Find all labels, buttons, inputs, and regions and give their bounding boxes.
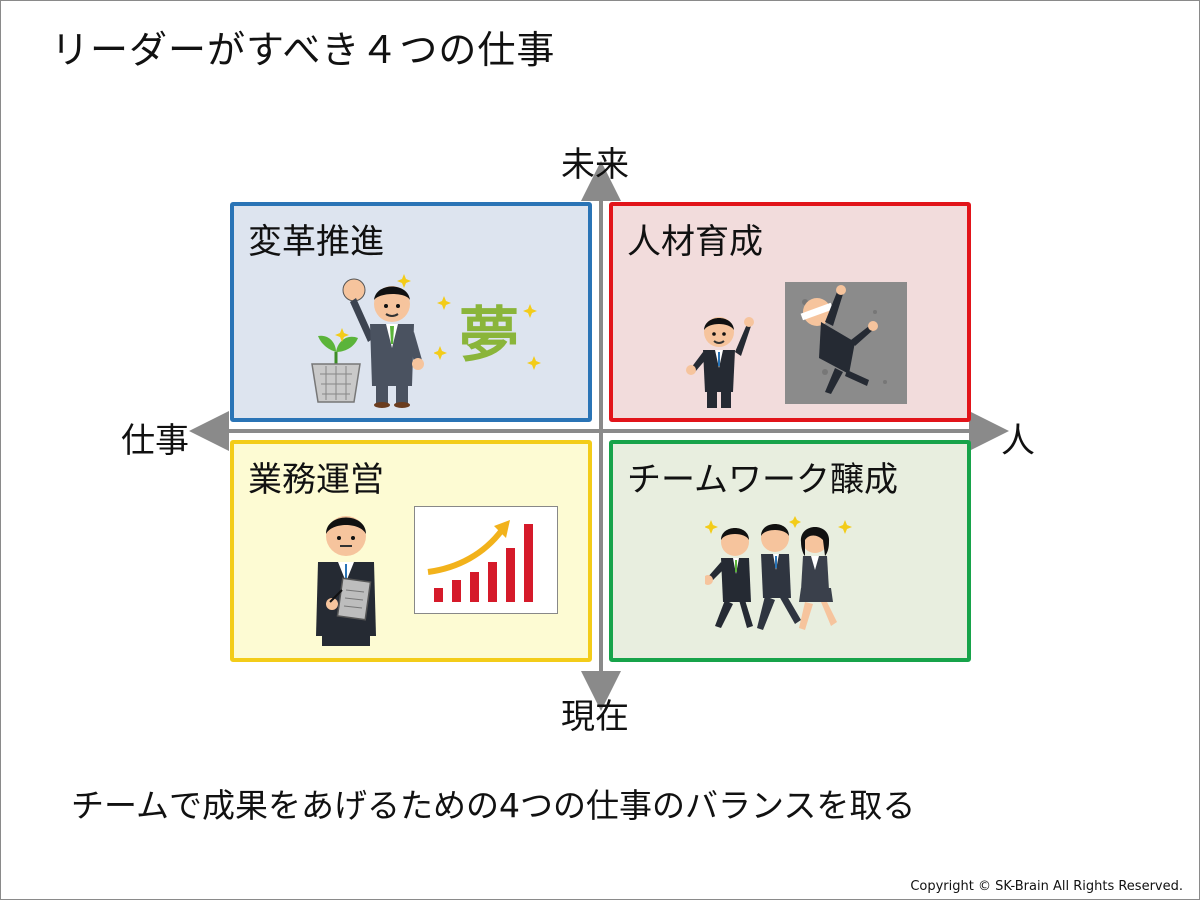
slide-subtitle: チームで成果をあげるための4つの仕事のバランスを取る — [71, 786, 916, 825]
axis-label-people: 人 — [1001, 421, 1035, 461]
team-running-icon — [705, 516, 852, 630]
copyright-notice: Copyright © SK-Brain All Rights Reserved… — [910, 879, 1183, 894]
businessman-clipboard-icon — [316, 516, 376, 646]
quadrant-change-promotion: 変革推進 — [230, 202, 592, 422]
dream-kanji-icon: 夢 — [434, 296, 541, 371]
quadrant-business-operation: 業務運営 — [230, 440, 592, 662]
sprout-pot-icon — [311, 335, 361, 403]
axis-label-work: 仕事 — [121, 421, 189, 461]
slide-title: リーダーがすべき４つの仕事 — [51, 28, 556, 72]
quadrant-talent-development: 人材育成 — [609, 202, 971, 422]
axis-label-present: 現在 — [561, 697, 629, 737]
dream-kanji-text: 夢 — [459, 301, 519, 371]
growth-chart-icon — [414, 506, 558, 614]
wall-climbing-businessman-icon — [785, 282, 907, 404]
quadrant-teamwork-building: チームワーク醸成 — [609, 440, 971, 662]
businessman-fist-icon — [335, 274, 424, 408]
quadrant-label: 変革推進 — [248, 222, 384, 262]
axis-label-future: 未来 — [561, 145, 629, 185]
quadrant-label: 業務運営 — [248, 460, 384, 500]
quadrant-label: 人材育成 — [627, 222, 763, 262]
quadrant-label: チームワーク醸成 — [627, 460, 898, 500]
cheering-businessman-icon — [686, 317, 754, 408]
